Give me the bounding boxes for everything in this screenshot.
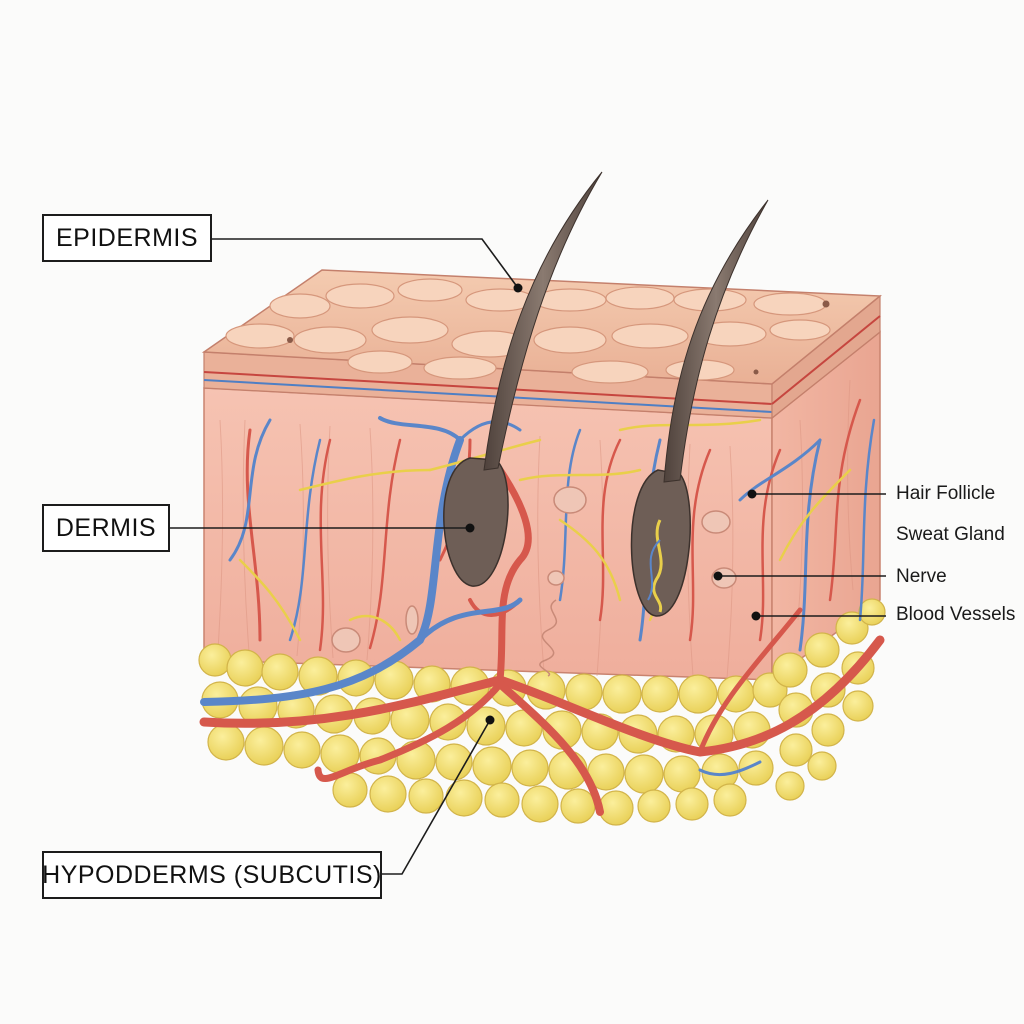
hair-follicles (443, 171, 769, 617)
sweat-gland-label: Sweat Gland (896, 524, 1005, 545)
leader-dots (465, 283, 761, 725)
leader-hypodermis (382, 719, 491, 875)
leader-lines (170, 238, 886, 875)
blood-vessels-label: Blood Vessels (896, 604, 1016, 625)
dermis-label: DERMIS (42, 504, 170, 552)
leader-epidermis (212, 238, 519, 289)
sweat-glands (331, 486, 737, 677)
hypodermis-label: HYPODDERMS (SUBCUTIS) (42, 851, 382, 899)
hair-follicle-label: Hair Follicle (896, 483, 996, 504)
artery-vessels (199, 398, 885, 816)
epidermis-label: EPIDERMIS (42, 214, 212, 262)
nerve-label: Nerve (896, 566, 947, 587)
